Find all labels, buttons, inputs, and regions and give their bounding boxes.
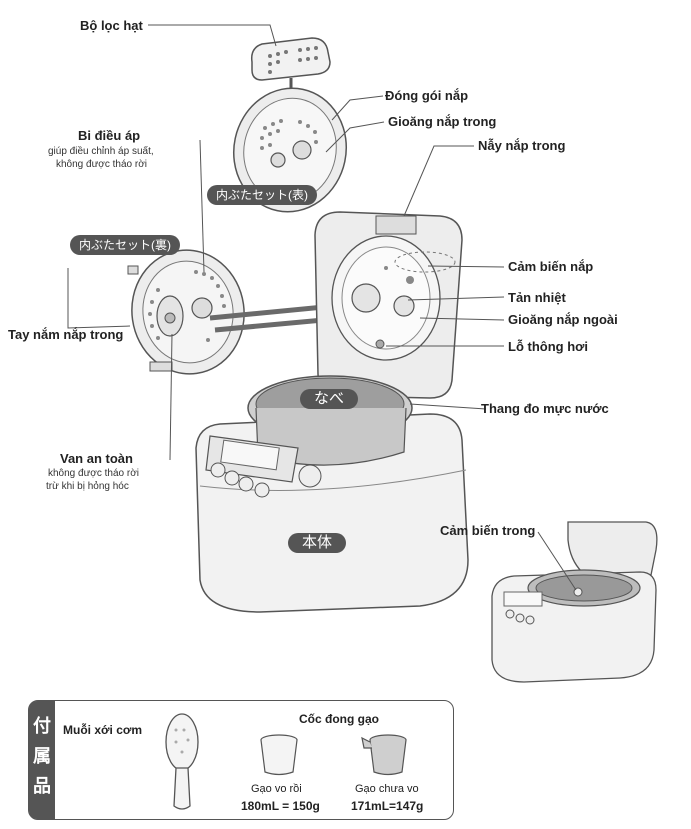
pressure-ball-note-1: giúp điều chỉnh áp suất,: [48, 146, 154, 157]
inner-lid-front-part: [232, 87, 348, 213]
rice-spatula-drawing: [165, 713, 199, 810]
inner-lid-handle-label: Tay nắm nắp trong: [8, 327, 124, 342]
inner-lid-latch-label: Nẫy nắp trong: [478, 138, 566, 153]
pot-tag: なべ: [300, 389, 359, 409]
accessories-char-3: 品: [33, 776, 51, 797]
heat-sink-label: Tản nhiệt: [508, 290, 566, 305]
safety-valve-note-2: trừ khi bị hỏng hóc: [46, 481, 129, 492]
washed-rice-volume: 180mL = 150g: [241, 799, 320, 813]
body-tag: 本体: [288, 533, 347, 553]
safety-valve-label: Van an toàn: [60, 451, 133, 466]
lid-cover-label: Đóng gói nắp: [385, 88, 469, 103]
inner-sensor-label: Cảm biến trong: [440, 523, 536, 538]
cooker-body: [195, 375, 469, 613]
unwashed-rice-volume: 171mL=147g: [351, 799, 424, 813]
steam-vent-label: Lỗ thông hơi: [508, 339, 588, 354]
inner-lid-gasket-label: Gioăng nắp trong: [388, 114, 497, 129]
measuring-cups-title: Cốc đong gạo: [299, 712, 379, 726]
inner-lid-front-tag: 内ぶたセット(表): [207, 185, 317, 205]
particle-filter-part: [250, 37, 331, 81]
water-level-label: Thang đo mực nước: [481, 401, 609, 416]
accessories-char-2: 属: [33, 746, 51, 767]
accessories-char-1: 付: [33, 716, 51, 737]
pressure-ball-label: Bi điều áp: [78, 128, 141, 143]
washed-rice-label: Gạo vo rồi: [251, 783, 302, 795]
particle-filter-label: Bộ lọc hạt: [80, 18, 143, 33]
safety-valve-note-1: không được tháo rời: [48, 468, 139, 479]
unwashed-rice-cup-drawing: [361, 734, 407, 776]
inner-lid-back-tag: 内ぶたセット(裏): [70, 235, 180, 255]
small-cooker-view: [491, 521, 658, 683]
accessories-panel: 付 属 品 Muỗi xới cơm Cốc đong gạo Gạo vo r…: [28, 700, 454, 820]
accessories-side-title: 付 属 品: [29, 701, 55, 819]
lid-sensor-label: Cảm biến nắp: [508, 259, 594, 274]
pressure-ball-note-2: không được tháo rời: [56, 159, 147, 170]
leader-lines: [67, 24, 577, 591]
outer-lid-gasket-label: Gioăng nắp ngoài: [508, 312, 618, 327]
inner-lid-back-part: [127, 249, 245, 375]
unwashed-rice-label: Gạo chưa vo: [355, 783, 419, 795]
cooker-open-lid: [314, 211, 463, 399]
spatula-label: Muỗi xới cơm: [63, 723, 143, 737]
washed-rice-cup-drawing: [260, 734, 298, 776]
